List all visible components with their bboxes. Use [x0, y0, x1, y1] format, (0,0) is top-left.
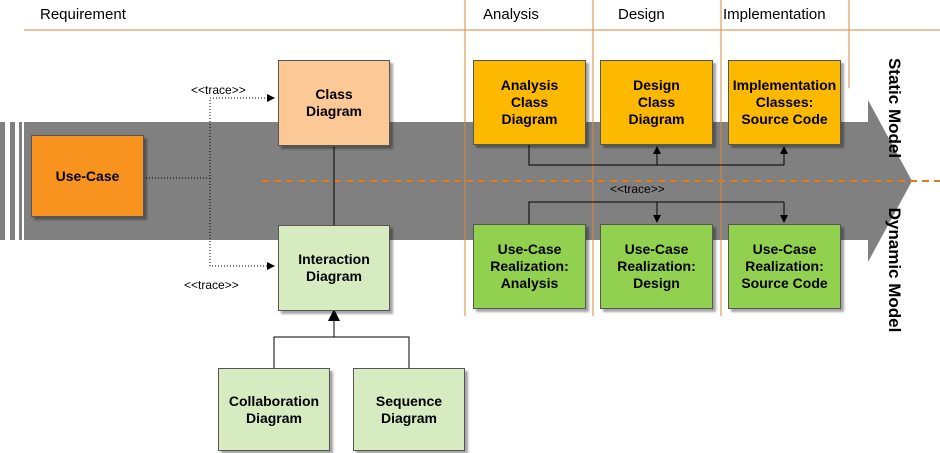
- class-diagram-box: Class Diagram: [278, 60, 390, 146]
- phase-requirement: Requirement: [40, 6, 126, 23]
- static-model-label: Static Model: [885, 57, 904, 159]
- interaction-diagram-box: Interaction Diagram: [278, 225, 390, 311]
- band-stripe-1: [0, 122, 5, 240]
- generalization-connector: [273, 336, 410, 368]
- trace-label-interaction: <<trace>>: [184, 278, 239, 292]
- collaboration-diagram-box: Collaboration Diagram: [218, 368, 330, 451]
- ucr-design-box: Use-Case Realization: Design: [600, 224, 713, 309]
- trace-connector-to-interaction: [209, 178, 275, 270]
- static-connector: [528, 145, 784, 166]
- ucr-analysis-box: Use-Case Realization: Analysis: [473, 224, 586, 309]
- band-stripe-2: [10, 122, 15, 240]
- phase-implementation: Implementation: [723, 6, 826, 23]
- dynamic-connector: [528, 201, 784, 224]
- band-stripe-3: [19, 122, 22, 240]
- generalization-arrowhead: [328, 309, 340, 321]
- analysis-class-diagram-box: Analysis Class Diagram: [473, 60, 586, 145]
- ucr-source-code-box: Use-Case Realization: Source Code: [728, 224, 841, 309]
- sequence-diagram-box: Sequence Diagram: [353, 368, 465, 451]
- use-case-box: Use-Case: [31, 135, 144, 217]
- phase-analysis: Analysis: [483, 6, 539, 23]
- implementation-classes-box: Implementation Classes: Source Code: [728, 60, 841, 145]
- trace-label-static-dynamic: <<trace>>: [610, 182, 665, 196]
- design-class-diagram-box: Design Class Diagram: [600, 60, 713, 145]
- phase-design: Design: [618, 6, 665, 23]
- trace-label-class: <<trace>>: [191, 83, 246, 97]
- dynamic-model-label: Dynamic Model: [885, 207, 904, 333]
